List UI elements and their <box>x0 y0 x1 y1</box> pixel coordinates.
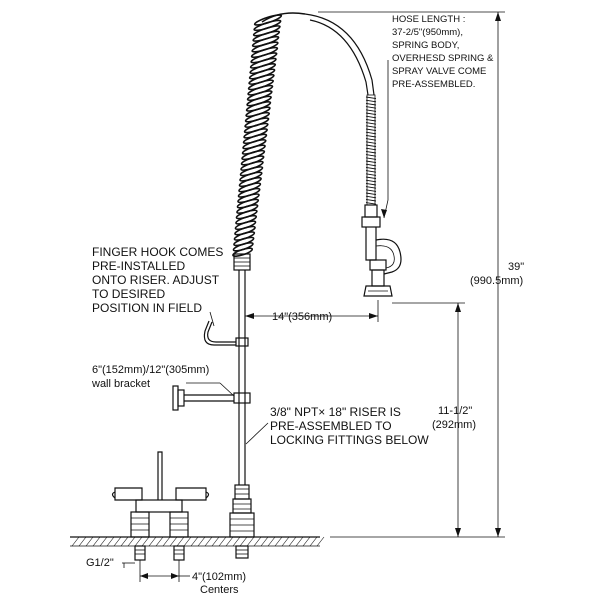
centers-dimension-label: 4"(102mm) <box>192 571 246 583</box>
counter-surface <box>70 536 325 547</box>
finger-hook-note: FINGER HOOK COMES PRE-INSTALLED ONTO RIS… <box>92 245 223 315</box>
hose-length-note: HOSE LENGTH : 37-2/5"(950mm), SPRING BOD… <box>392 14 494 90</box>
riser-note: 3/8" NPT× 18" RISER IS PRE-ASSEMBLED TO … <box>270 405 429 447</box>
finger-note-line-1: FINGER HOOK COMES <box>92 245 223 259</box>
hose-note-line-4: OVERHESD SPRING & <box>392 53 494 64</box>
counter-hatching <box>71 536 325 547</box>
deck-faucet-body <box>111 451 210 561</box>
hose-note-line-5: SPRAY VALVE COME <box>392 66 486 77</box>
overall-height-metric-label: (990.5mm) <box>470 275 523 287</box>
dimension-labels: 14"(356mm) 39" (990.5mm) 11-1/2" (292mm)… <box>86 261 524 596</box>
centers-word-label: Centers <box>200 584 239 596</box>
hose-note-line-2: 37-2/5"(950mm), <box>392 27 463 38</box>
finger-note-line-4: TO DESIRED <box>92 287 165 301</box>
hose-note-line-3: SPRING BODY, <box>392 40 459 51</box>
wall-bracket-note: 6"(152mm)/12"(305mm) wall bracket <box>91 364 209 390</box>
spout-height-metric-label: (292mm) <box>432 419 476 431</box>
riser-pipe <box>233 253 251 485</box>
overhead-spring <box>232 12 306 257</box>
overhead-hose-and-spray-valve <box>304 13 402 297</box>
hose-note-line-1: HOSE LENGTH : <box>392 14 465 25</box>
spout-height-label: 11-1/2" <box>438 405 472 417</box>
riser-note-line-3: LOCKING FITTINGS BELOW <box>270 433 429 447</box>
finger-note-line-5: POSITION IN FIELD <box>92 301 202 315</box>
riser-base-fitting <box>229 484 255 559</box>
hose-note-line-6: PRE-ASSEMBLED. <box>392 79 475 90</box>
finger-hook <box>203 320 249 347</box>
overall-height-label: 39" <box>508 261 524 273</box>
dimension-lines <box>122 11 505 582</box>
riser-note-line-1: 3/8" NPT× 18" RISER IS <box>270 405 401 419</box>
bracket-note-line-2: wall bracket <box>91 378 150 390</box>
wall-bracket <box>172 385 251 411</box>
reach-dimension-label: 14"(356mm) <box>272 311 332 323</box>
bracket-note-line-1: 6"(152mm)/12"(305mm) <box>92 364 209 376</box>
thread-size-label: G1/2" <box>86 557 114 569</box>
finger-note-line-3: ONTO RISER. ADJUST <box>92 273 220 287</box>
finger-note-line-2: PRE-INSTALLED <box>92 259 185 273</box>
riser-note-line-2: PRE-ASSEMBLED TO <box>270 419 392 433</box>
